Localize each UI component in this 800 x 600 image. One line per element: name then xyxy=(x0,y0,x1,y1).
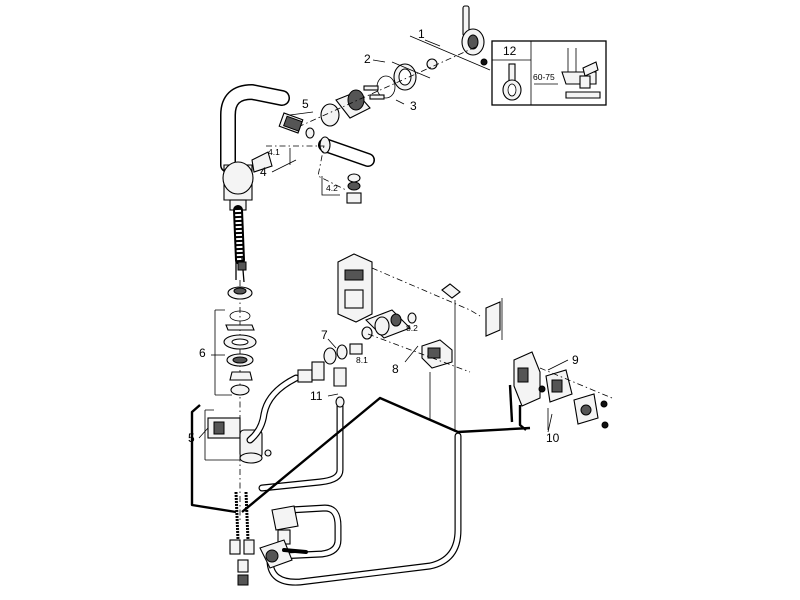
callout-11: 11 xyxy=(310,389,323,403)
electronic-module xyxy=(508,351,613,431)
callout-5-bottom: 5 xyxy=(188,431,195,445)
pull-out-hose xyxy=(233,205,247,283)
callout-10: 10 xyxy=(546,431,560,445)
spray-head-parts xyxy=(266,127,375,204)
callout-leaders xyxy=(198,39,569,439)
callout-1: 1 xyxy=(418,27,425,41)
mounting-handle-icon xyxy=(561,48,601,99)
callout-9: 9 xyxy=(572,353,579,367)
axis-lines-top xyxy=(297,35,491,128)
supply-pipes xyxy=(246,374,462,586)
callout-2: 2 xyxy=(364,52,371,66)
inset-dimension: 60-75 xyxy=(533,72,555,82)
callout-3: 3 xyxy=(410,99,417,113)
inset-panel: 12 60-75 xyxy=(491,40,607,106)
mounting-stack xyxy=(214,286,257,396)
callout-4: 4 xyxy=(260,165,267,179)
callout-7: 7 xyxy=(321,328,328,342)
faucet-spout xyxy=(220,84,304,173)
handle-lever xyxy=(461,5,485,56)
callout-5-top: 5 xyxy=(302,97,309,111)
control-unit xyxy=(337,253,481,373)
callout-4-2: 4.2 xyxy=(326,183,338,193)
sensor-box xyxy=(485,298,503,340)
cartridge-parts xyxy=(320,58,488,127)
callout-6: 6 xyxy=(199,346,206,360)
handle-icon xyxy=(502,63,522,101)
callout-8-1: 8.1 xyxy=(356,355,368,365)
fitting-assembly xyxy=(297,343,363,408)
callout-4-1: 4.1 xyxy=(268,147,280,157)
angle-valves xyxy=(229,491,308,586)
control-cable xyxy=(190,396,531,514)
inset-number: 12 xyxy=(503,44,517,58)
callout-labels: 1 2 3 5 4.1 4 4.2 6 7 8.2 8.1 8 9 10 11 … xyxy=(188,27,579,445)
callout-8-2: 8.2 xyxy=(406,323,418,333)
callout-8: 8 xyxy=(392,362,399,376)
